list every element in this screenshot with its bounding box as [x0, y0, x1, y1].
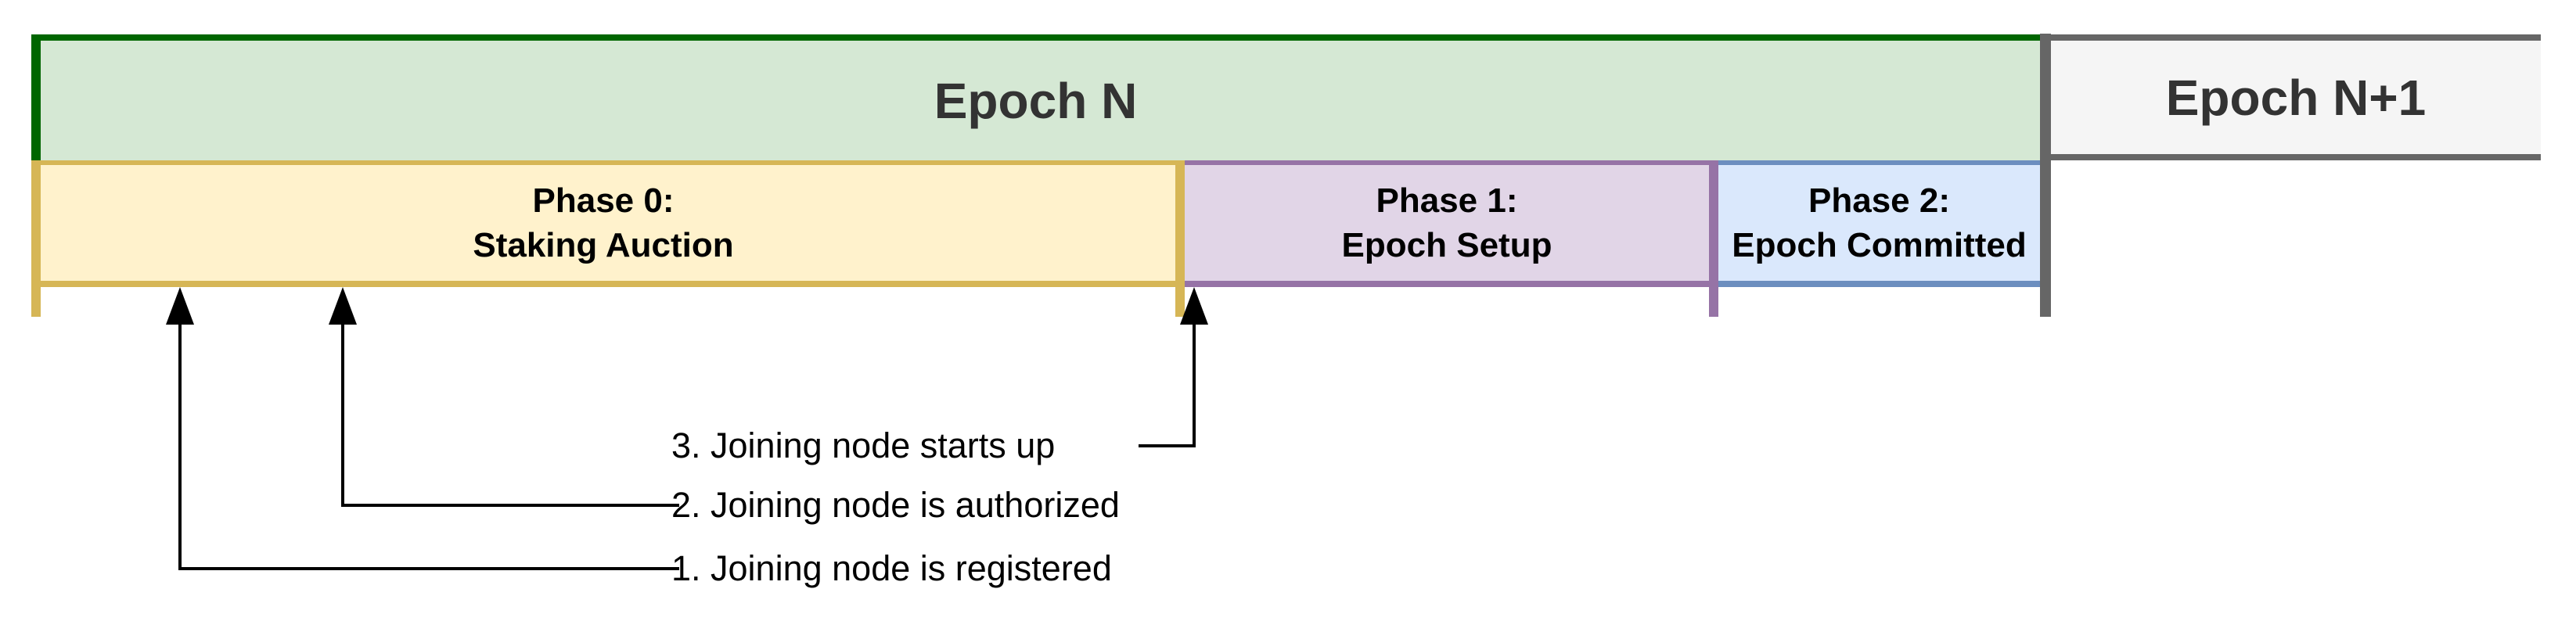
phase-0-start-boundary-line: [31, 160, 41, 317]
phase-1-title: Phase 1:: [1376, 181, 1518, 220]
phase-2-subtitle: Epoch Committed: [1732, 226, 2027, 264]
epoch-n1-bar: Epoch N+1: [2051, 34, 2541, 160]
phase-0-staking-auction-bar: Phase 0: Staking Auction: [31, 160, 1175, 287]
annotation-starts-up: 3. Joining node starts up: [671, 426, 1056, 465]
arrow-authorized: [329, 287, 679, 507]
phase-0-title: Phase 0:: [532, 181, 675, 220]
epoch-n-bar: Epoch N: [31, 34, 2040, 160]
phase-0-1-boundary-line: [1175, 160, 1185, 317]
epoch-start-boundary-line: [31, 34, 41, 160]
phase-2-title: Phase 2:: [1808, 181, 1950, 220]
arrow-starts-up: [1139, 287, 1208, 447]
epoch-n-label: Epoch N: [934, 72, 1138, 129]
phase-0-subtitle: Staking Auction: [473, 226, 734, 264]
epoch-n1-label: Epoch N+1: [2165, 69, 2427, 126]
phase-1-2-boundary-line: [1709, 160, 1718, 317]
annotation-authorized: 2. Joining node is authorized: [671, 485, 1120, 525]
phase-1-subtitle: Epoch Setup: [1341, 226, 1552, 264]
annotation-registered: 1. Joining node is registered: [671, 548, 1112, 588]
arrow-registered: [166, 287, 679, 570]
epoch-n-n1-divider-line: [2040, 34, 2051, 317]
phase-2-epoch-committed-bar: Phase 2: Epoch Committed: [1718, 160, 2040, 287]
phase-1-epoch-setup-bar: Phase 1: Epoch Setup: [1185, 160, 1709, 287]
